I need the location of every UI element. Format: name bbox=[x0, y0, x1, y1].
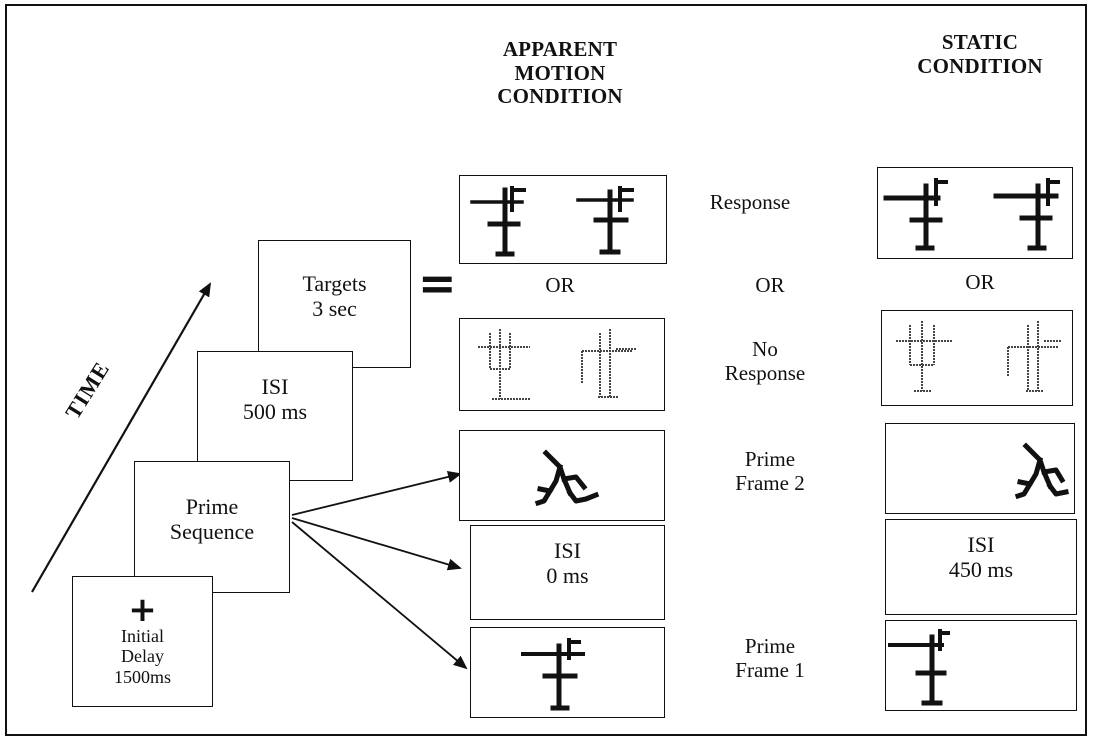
equals-sign: = bbox=[418, 256, 457, 310]
static-prime-frame-1-box bbox=[885, 620, 1077, 711]
apparent-motion-header: APPARENT MOTION CONDITION bbox=[497, 37, 623, 109]
static-prime-frame-2-box bbox=[885, 423, 1075, 514]
am-no-response-box bbox=[459, 318, 665, 411]
static-condition-header: STATIC CONDITION bbox=[917, 30, 1043, 78]
fixation-cross-icon: + bbox=[128, 590, 157, 630]
am-no-response-figures bbox=[478, 329, 636, 400]
am-response-figures bbox=[470, 186, 634, 257]
am-prime-frame-1-box bbox=[470, 627, 665, 718]
am-or-label: OR bbox=[545, 273, 575, 297]
time-arrow bbox=[31, 282, 212, 593]
static-response-box bbox=[877, 167, 1073, 259]
am-prime-frame-2-box bbox=[459, 430, 665, 521]
am-prime-frame-1-figure bbox=[521, 638, 585, 711]
targets-box: Targets 3 sec bbox=[258, 240, 411, 368]
static-isi-box: ISI 450 ms bbox=[885, 519, 1077, 615]
no-response-label: No Response bbox=[724, 337, 806, 386]
static-no-response-box bbox=[881, 310, 1073, 406]
response-label: Response bbox=[709, 190, 791, 214]
prime-sequence-box: Prime Sequence bbox=[134, 461, 290, 593]
static-response-figures bbox=[883, 178, 1060, 251]
middle-or-label: OR bbox=[755, 273, 785, 297]
static-prime-frame-2-figure bbox=[1014, 442, 1069, 500]
prime-frame-1-label: Prime Frame 1 bbox=[735, 634, 805, 683]
static-no-response-figures bbox=[896, 321, 1062, 392]
static-or-label: OR bbox=[965, 270, 995, 294]
initial-delay-box: + Initial Delay 1500ms bbox=[72, 576, 213, 707]
static-prime-frame-1-figure bbox=[888, 629, 950, 706]
prime-frame-2-label: Prime Frame 2 bbox=[735, 447, 805, 496]
am-prime-frame-2-figure bbox=[534, 449, 600, 507]
am-isi-box: ISI 0 ms bbox=[470, 525, 665, 620]
prime-sequence-arrows bbox=[291, 471, 468, 670]
figure-border bbox=[5, 4, 1087, 736]
am-response-box bbox=[459, 175, 667, 264]
